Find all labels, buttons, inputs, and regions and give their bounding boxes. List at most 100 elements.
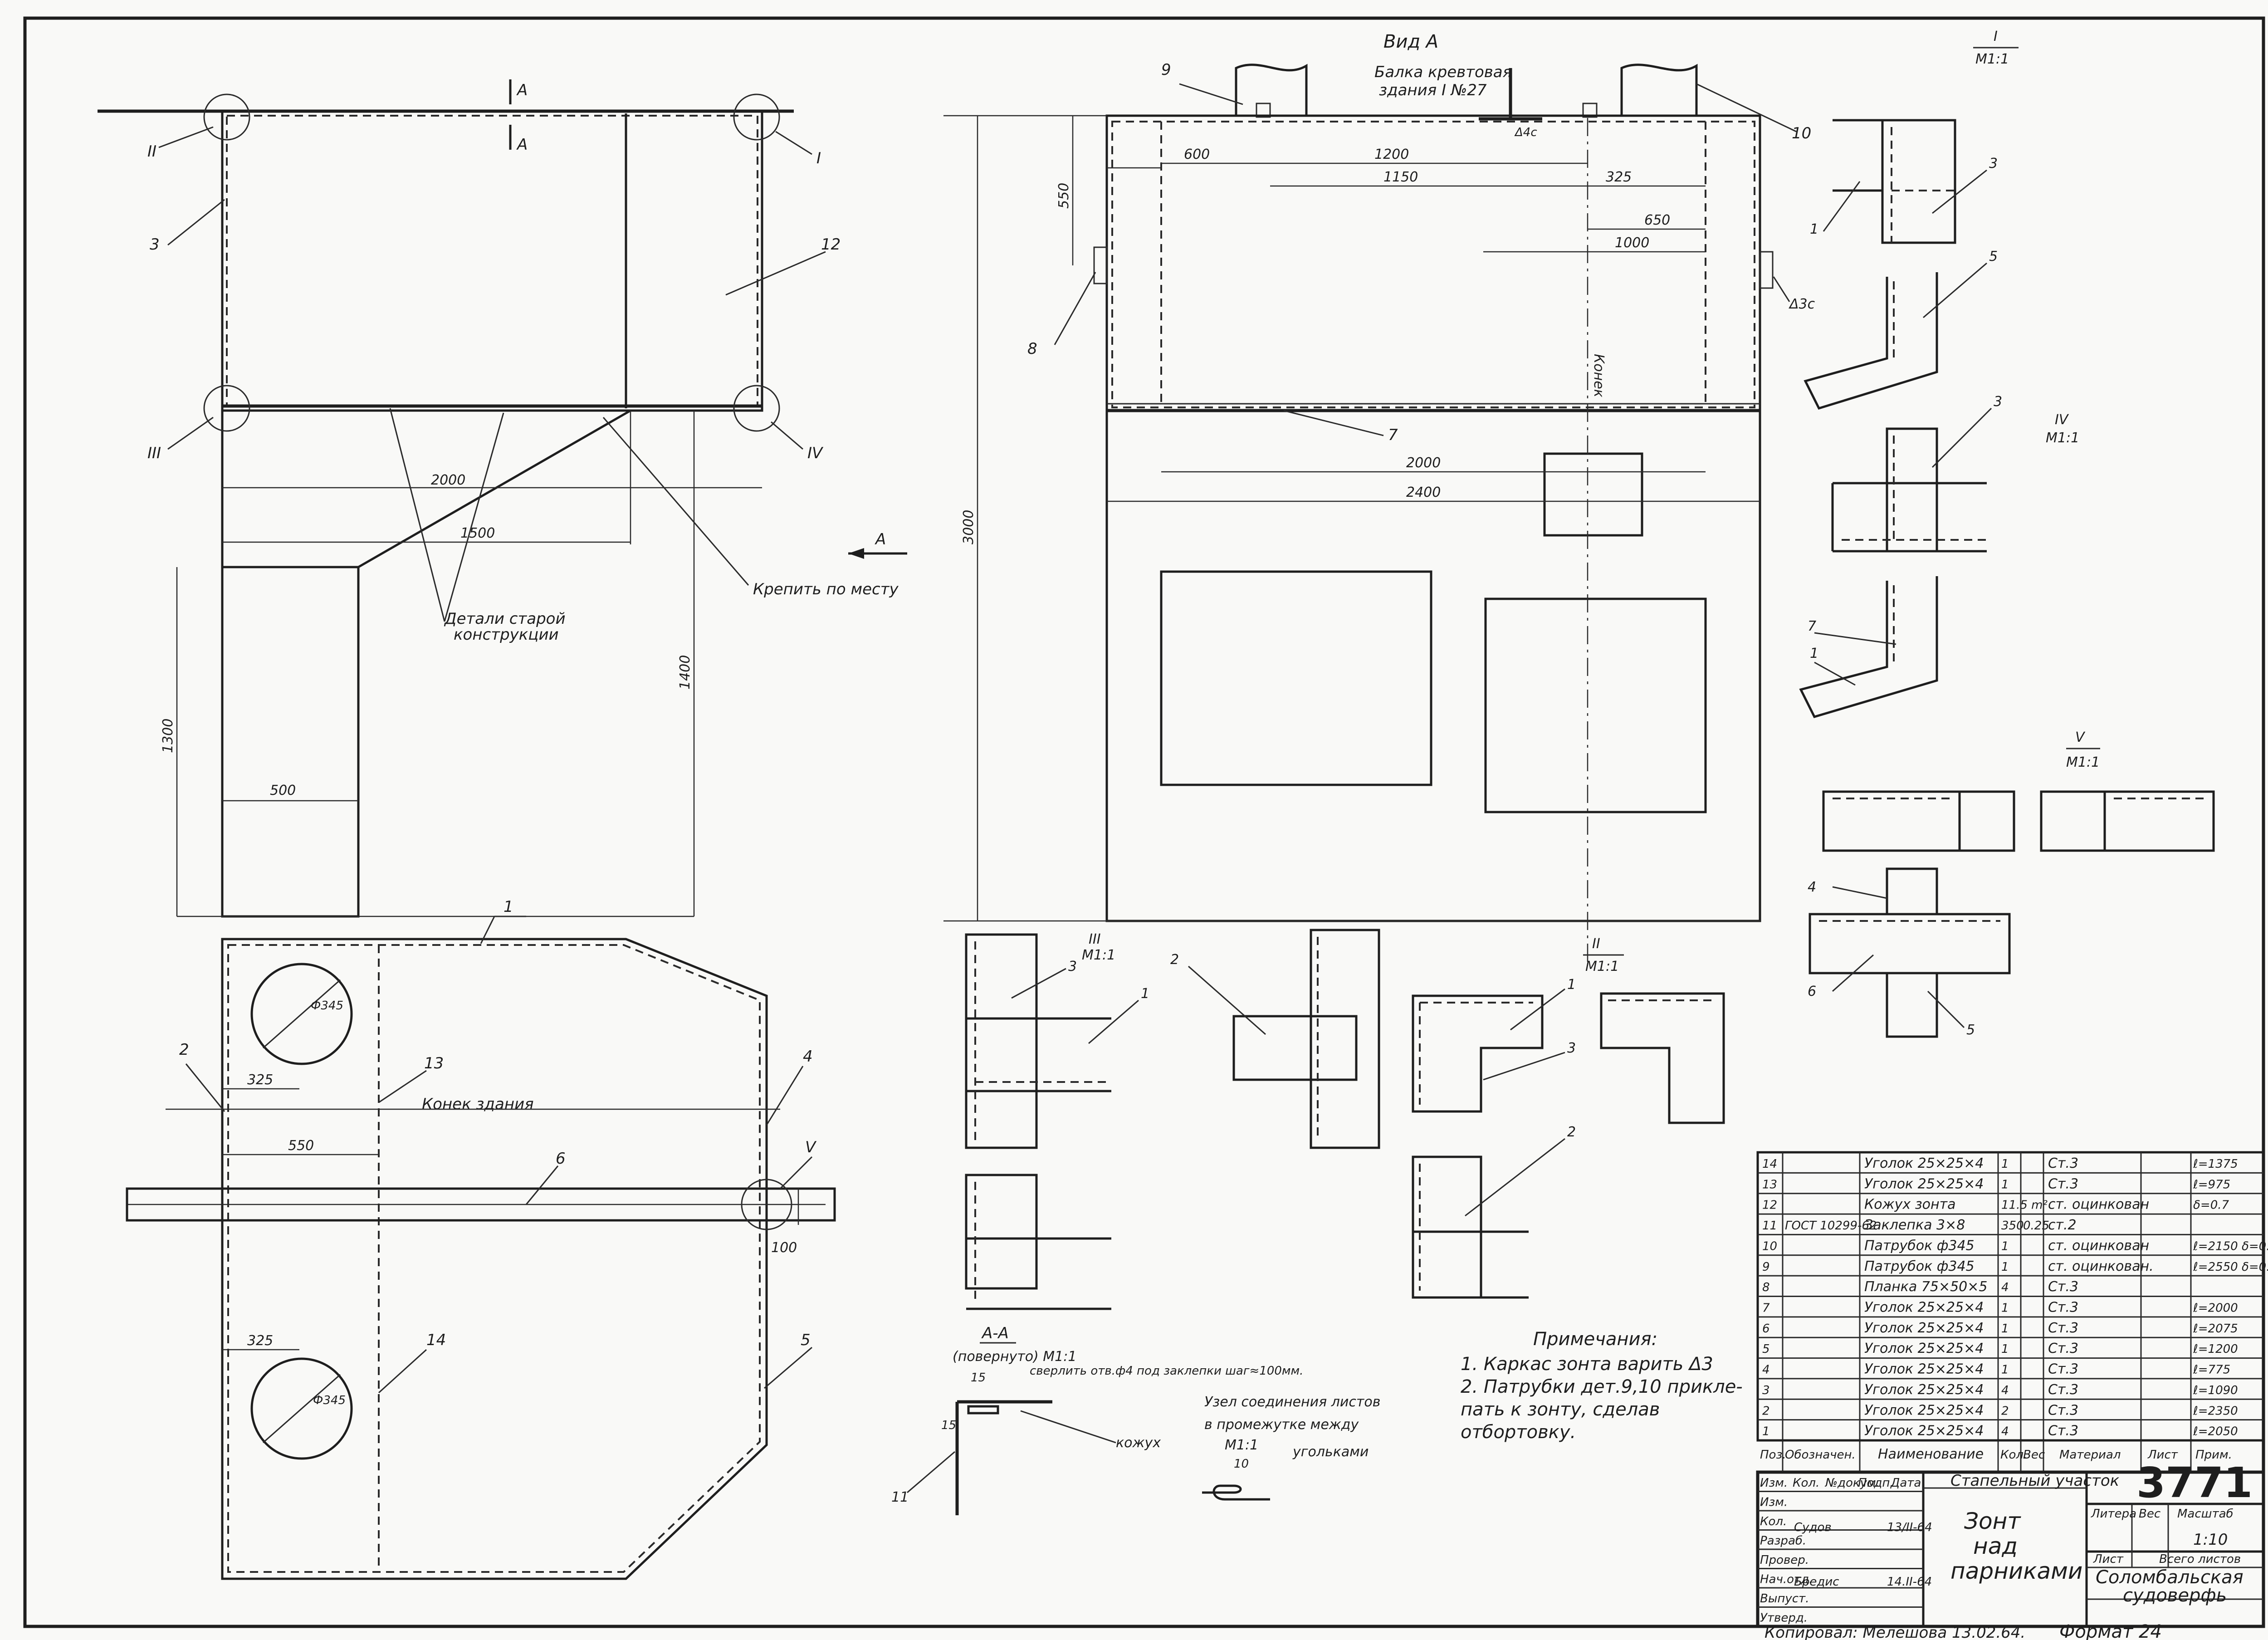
parts-cell-material: ст. оцинкован: [2048, 1238, 2149, 1253]
parts-cell-material: Ст.3: [2048, 1300, 2078, 1316]
beam-label-2: здания I №27: [1379, 81, 1487, 99]
fix-note: Крепить по месту: [753, 580, 899, 598]
opening-right: [1484, 597, 1707, 813]
section-aa-rivet: [967, 1405, 999, 1415]
leader-a9: [1179, 83, 1243, 105]
title-line-3: парниками: [1950, 1558, 2082, 1584]
hdr-material: Материал: [2059, 1448, 2121, 1462]
det-ii2-leader: [1465, 1138, 1565, 1217]
parts-cell-name: Патрубок ф345: [1864, 1238, 1975, 1253]
pipe-hole-bottom-diam: [263, 1374, 341, 1444]
sheet-frame: [23, 16, 2265, 1628]
sign-header: Подп.: [1858, 1476, 1894, 1490]
parts-cell-qty: 350: [2001, 1219, 2024, 1233]
parts-cell-qty: 4: [2001, 1384, 2009, 1397]
parts-cell-pos: 2: [1762, 1404, 1770, 1418]
detail-iv-label: IV: [2055, 412, 2069, 428]
dim-500: 500: [270, 783, 296, 798]
parts-cell-material: Ст.3: [2048, 1341, 2078, 1356]
details: I М1:1 1 3 5 IV М1:1 3 7 1: [965, 29, 2215, 1310]
det-corner-7: [1799, 576, 1938, 718]
sheets-label: Всего листов: [2159, 1552, 2241, 1566]
dim-15a: 15: [971, 1371, 986, 1385]
parts-cell-pos: 5: [1762, 1342, 1770, 1356]
hdr-name: Наименование: [1878, 1446, 1984, 1462]
pipe-hole-bottom: [250, 1357, 353, 1460]
title-line-2: над: [1973, 1533, 2018, 1559]
callout-b6: 6: [556, 1150, 566, 1168]
detail-ii-label: II: [1592, 936, 1600, 952]
det-iii-c1: 1: [1141, 986, 1149, 1002]
department: Стапельный участок: [1950, 1472, 2120, 1490]
leader-a10: [1696, 83, 1797, 132]
detail-iii-scale: М1:1: [1082, 947, 1115, 963]
parts-cell-note: ℓ=975: [2193, 1178, 2230, 1191]
bracket-left: [1256, 103, 1271, 118]
opening-small: [1543, 452, 1643, 537]
callout-3: 3: [150, 235, 160, 254]
callout-b5: 5: [801, 1331, 811, 1349]
parts-cell-qty: 1: [2001, 1178, 2009, 1191]
leader-12: [725, 251, 826, 296]
note-line-1: 1. Каркас зонта варить Δ3: [1461, 1354, 1713, 1375]
detail-circle-iv: [733, 385, 780, 432]
view-a-title: Вид А: [1383, 31, 1438, 52]
designer-name: Судов: [1794, 1521, 1832, 1534]
parts-cell-name: Уголок 25×25×4: [1864, 1320, 1984, 1336]
parts-cell-pos: 9: [1762, 1260, 1770, 1274]
det-5b-leader: [1927, 990, 1965, 1028]
dim-550v: 550: [1056, 183, 1072, 209]
pos11-leader: [907, 1451, 955, 1493]
dim-2000v: 2000: [1406, 455, 1441, 471]
sign-header: Дата: [1890, 1476, 1921, 1490]
det-iii-leader1: [1088, 999, 1139, 1044]
det-iii-post: [965, 933, 1038, 1149]
det-ii-post2: [1412, 1155, 1482, 1299]
beam-label-1: Балка кревтовая: [1374, 63, 1512, 81]
parts-cell-pos: 7: [1762, 1302, 1770, 1315]
leader-bv: [779, 1156, 813, 1190]
callout-b2: 2: [179, 1041, 189, 1059]
parts-cell-pos: 4: [1762, 1363, 1770, 1377]
view-a-frame-dashed: [1111, 121, 1755, 408]
parts-cell-note: ℓ=2075: [2193, 1322, 2238, 1336]
title-line-1: Зонт: [1964, 1508, 2021, 1534]
section-aa-sub: (повернуто) М1:1: [953, 1349, 1076, 1365]
parts-cell-qty: 4: [2001, 1281, 2009, 1294]
drill-note: сверлить отв.ф4 под заклепки шаг≈100мм.: [1030, 1364, 1303, 1378]
checker-name: Бредис: [1794, 1575, 1839, 1589]
leader-b1: [480, 916, 495, 944]
org-line-1: Соломбальская: [2096, 1567, 2244, 1588]
dim-2000: 2000: [431, 472, 465, 488]
parts-cell-name: Уголок 25×25×4: [1864, 1300, 1984, 1316]
weld-label-2: Δ3с: [1789, 296, 1815, 312]
sign-header: №докум.: [1824, 1476, 1880, 1490]
ridge-label: Конек здания: [422, 1095, 534, 1113]
parts-cell-material: Ст.3: [2048, 1423, 2078, 1439]
dim-325b: 325: [247, 1333, 273, 1349]
detail-circle-v: [741, 1179, 792, 1230]
det-7-leader: [1814, 632, 1897, 645]
leader-old-2: [444, 412, 504, 622]
parts-cell-pos: 3: [1762, 1384, 1770, 1397]
det-ii-c1: 1: [1567, 977, 1576, 993]
sign-role: Провер.: [1760, 1553, 1809, 1567]
dim-1500: 1500: [460, 525, 495, 541]
leader-iv: [771, 421, 803, 450]
leader-b2: [185, 1063, 225, 1112]
mass-header: Вес: [2139, 1507, 2160, 1521]
leader-b5: [764, 1346, 812, 1389]
det-corner-5: [1804, 272, 1938, 410]
det-ii2-c2: 2: [1567, 1124, 1576, 1140]
view-a: Вид А Балка кревтовая здания I №27 Δ4с К…: [943, 31, 1815, 962]
parts-cell-qty: 1: [2001, 1239, 2009, 1253]
sign-role: Кол.: [1760, 1515, 1787, 1528]
leader-old-1: [389, 408, 445, 622]
det-i-leader1: [1823, 181, 1861, 232]
dim-1000: 1000: [1615, 235, 1649, 251]
parts-cell-desig: ГОСТ 10299-62: [1785, 1219, 1877, 1233]
